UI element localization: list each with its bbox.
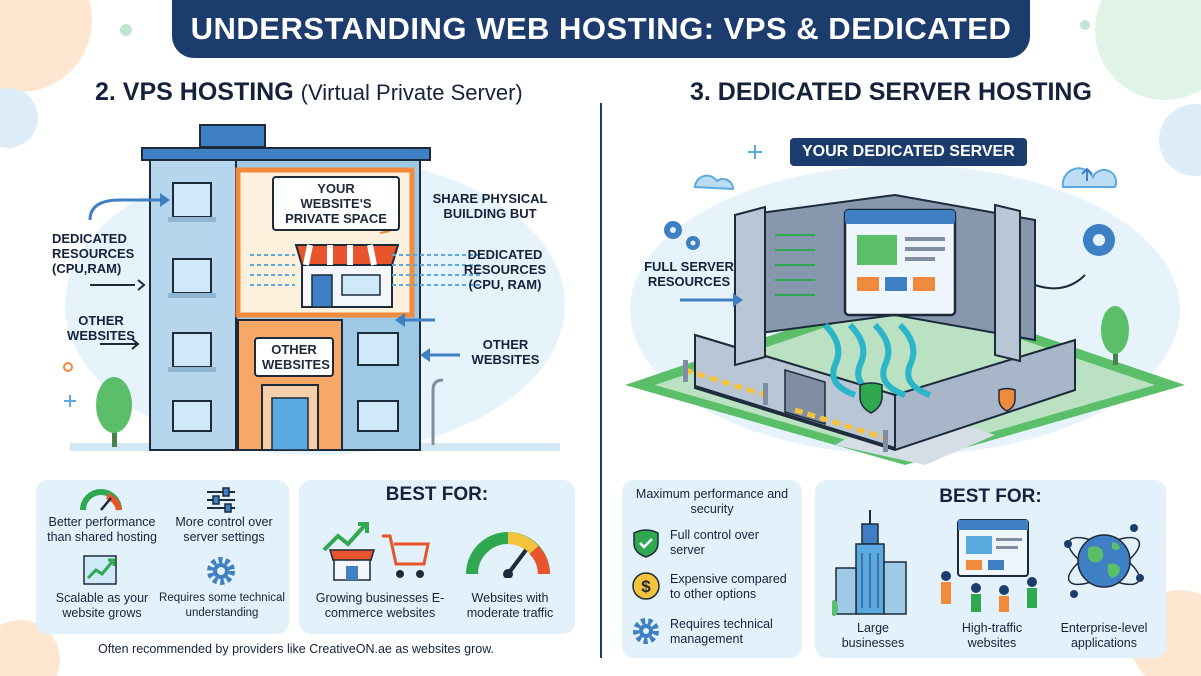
other-websites-box-label: OTHER WEBSITES <box>254 337 334 377</box>
callout-other-right: OTHER WEBSITES <box>471 337 540 367</box>
provider-note: Often recommended by providers like Crea… <box>98 642 495 656</box>
speedometer-icon <box>80 489 122 511</box>
dedicated-server-label: YOUR DEDICATED SERVER <box>790 138 1027 166</box>
vps-feature-scalable: Scalable as your website grows <box>55 591 149 620</box>
dedicated-feature-performance: Maximum performance and security <box>635 487 789 516</box>
globe-network-icon <box>1064 524 1144 598</box>
callout-dedicated-left: DEDICATED RESOURCES (CPU,RAM) <box>52 231 135 276</box>
vps-feature-technical: Requires some technical understanding <box>159 592 285 619</box>
dedicated-feature-management: Requires technical management <box>670 617 773 646</box>
gear-icon <box>207 557 235 585</box>
section-divider <box>600 103 602 658</box>
dedicated-best-for-high-traffic: High-traffic websites <box>961 621 1023 650</box>
vps-heading: 2. VPS HOSTING (Virtual Private Server) <box>95 78 523 107</box>
dedicated-best-for-enterprise: Enterprise-level applications <box>1060 621 1148 650</box>
skyscraper-icon <box>832 510 907 616</box>
dedicated-feature-expensive: Expensive compared to other options <box>670 572 787 601</box>
settings-sliders-icon <box>207 487 235 513</box>
vps-best-for-moderate: Websites with moderate traffic <box>466 591 554 620</box>
high-traffic-icon <box>941 519 1037 612</box>
callout-share-right: SHARE PHYSICAL BUILDING BUT <box>432 191 548 221</box>
vps-best-for-growing: Growing businesses E-commerce websites <box>315 591 445 620</box>
dollar-coin-icon: $ <box>632 572 660 600</box>
callout-full-resources: FULL SERVER RESOURCES <box>644 259 734 289</box>
callout-dedicated-right: DEDICATED RESOURCES (CPU, RAM) <box>463 247 547 292</box>
vps-feature-control: More control over server settings <box>175 515 273 544</box>
shield-check-icon <box>633 529 659 558</box>
dedicated-server-illustration <box>625 145 1185 465</box>
dedicated-best-for-large: Large businesses <box>841 621 905 650</box>
dedicated-feature-control: Full control over server <box>670 528 759 557</box>
vps-heading-sub: (Virtual Private Server) <box>300 80 523 105</box>
svg-text:$: $ <box>641 577 651 596</box>
growth-chart-icon <box>83 555 117 585</box>
private-space-label: YOUR WEBSITE'S PRIVATE SPACE <box>272 176 400 231</box>
traffic-gauge-icon <box>466 532 550 578</box>
vps-heading-main: 2. VPS HOSTING <box>95 78 294 106</box>
vps-features-panel <box>36 480 289 634</box>
dedicated-heading: 3. DEDICATED SERVER HOSTING <box>690 78 1092 106</box>
vps-feature-performance: Better performance than shared hosting <box>47 515 157 544</box>
vps-best-for-title: BEST FOR: <box>385 484 489 505</box>
callout-other-left: OTHER WEBSITES <box>67 313 135 343</box>
dedicated-best-for-title: BEST FOR: <box>939 486 1042 507</box>
page-title: UNDERSTANDING WEB HOSTING: VPS & DEDICAT… <box>172 0 1030 58</box>
shop-cart-icon <box>322 522 430 581</box>
gear-icon <box>633 618 659 644</box>
